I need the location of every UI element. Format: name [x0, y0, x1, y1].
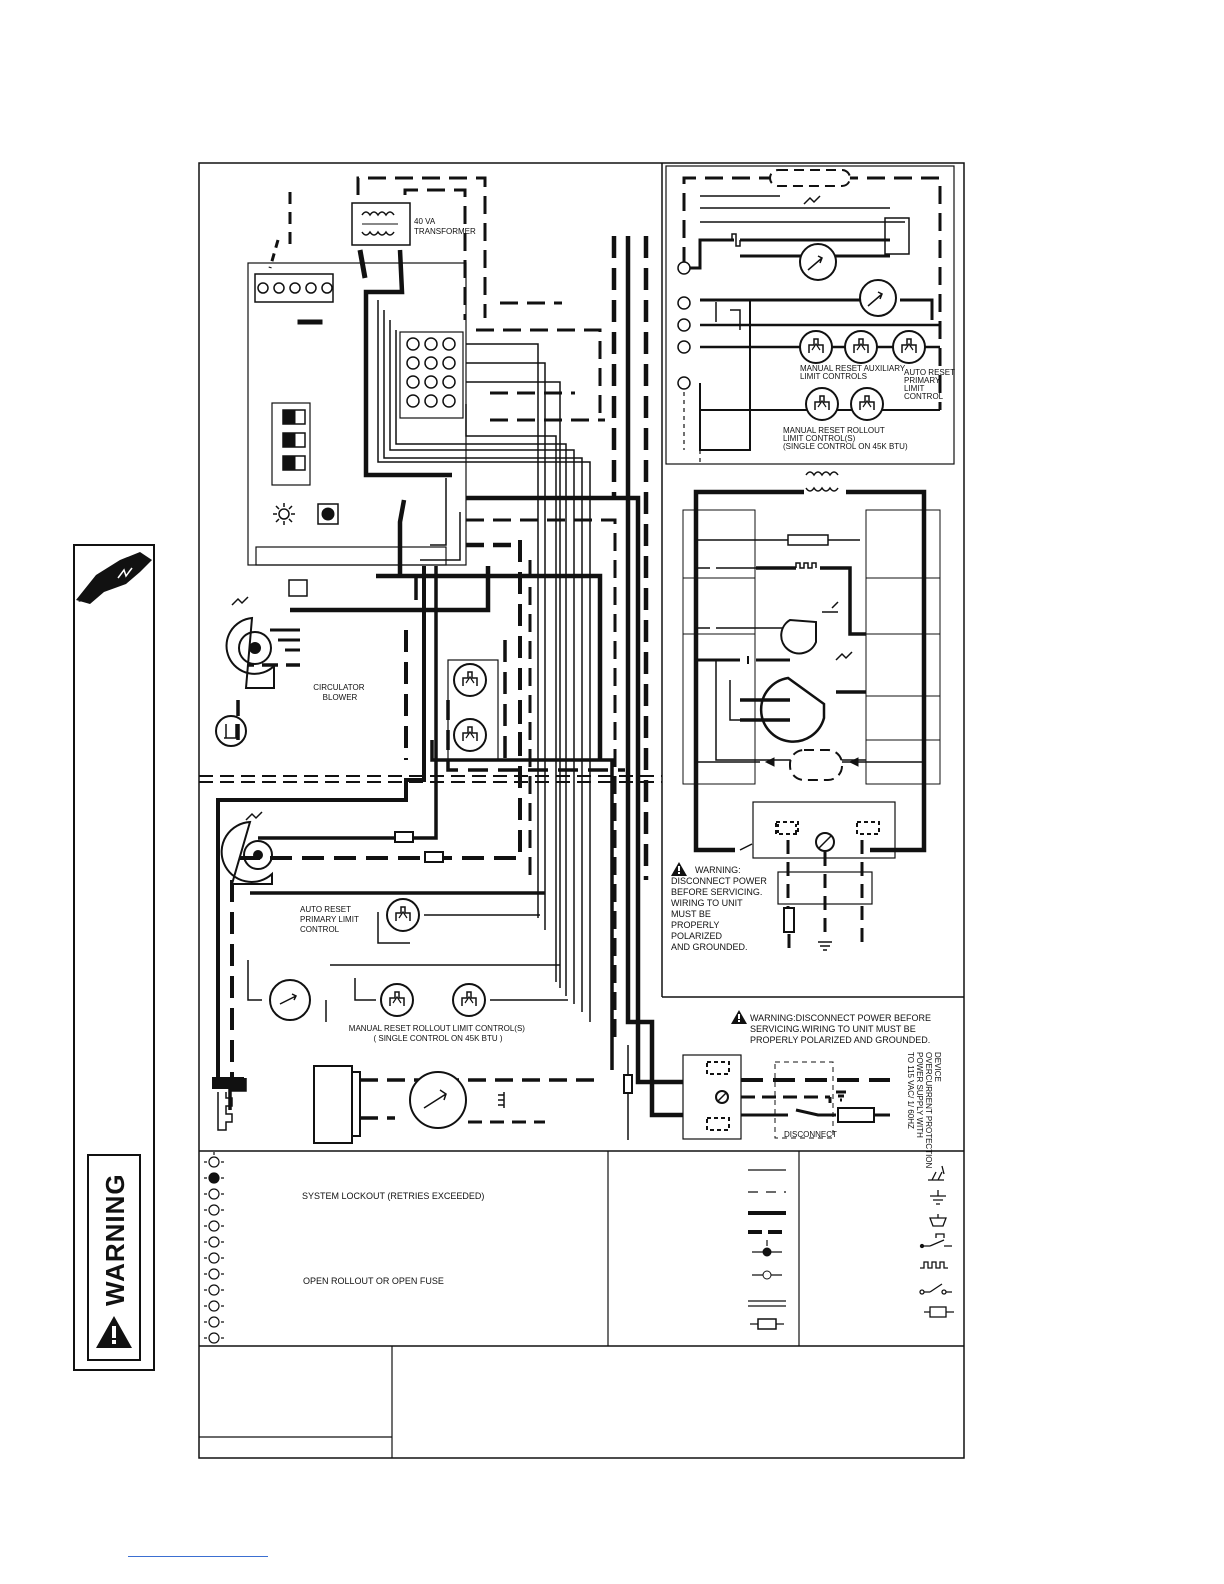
side-warning-text: WARNING	[100, 1173, 130, 1306]
rollout-limits-right	[805, 387, 884, 421]
led-legend	[204, 1152, 224, 1344]
circulator-blower-label: CIRCULATOR BLOWER	[313, 683, 367, 702]
led-lockout-label: SYSTEM LOCKOUT (RETRIES EXCEEDED)	[302, 1191, 484, 1201]
frame	[198, 162, 965, 1459]
power-supply-label: TO 115 VAC/ 1/ 60HZ POWER SUPPLY WITH OV…	[906, 1052, 942, 1171]
wire-legend	[748, 1169, 786, 1330]
footer-link-underline[interactable]	[128, 1556, 268, 1557]
chassis-ground-icon	[928, 1165, 945, 1181]
relay-contact-icon	[922, 1233, 952, 1247]
transformer-label: 40 VA TRANSFORMER	[414, 217, 476, 236]
ladder-diagram	[682, 471, 941, 951]
right-top-wiring	[677, 169, 942, 462]
side-warning: WARNING	[73, 544, 155, 1371]
fuse-icon	[929, 1306, 947, 1318]
plug-icon	[929, 1214, 947, 1227]
limit-switch-upper	[447, 659, 499, 761]
warning-top-label: WARNING:DISCONNECT POWER BEFORE SERVICIN…	[750, 1013, 934, 1045]
gas-valve	[313, 1065, 505, 1144]
warning-icon-top	[731, 1010, 747, 1024]
sun-icon	[273, 503, 295, 525]
aux-limit-controls	[799, 330, 926, 364]
transformer-top	[351, 202, 411, 246]
pressure-switch-left	[269, 979, 311, 1021]
plug-connector	[212, 1077, 244, 1131]
disconnect-label: DISCONNECT	[784, 1130, 837, 1139]
control-board	[247, 262, 467, 597]
disconnect-wiring	[682, 1054, 890, 1140]
symbol-legend	[919, 1165, 954, 1318]
led-rollout-label: OPEN ROLLOUT OR OPEN FUSE	[303, 1276, 444, 1286]
manual-reset-aux-label: MANUAL RESET AUXILIARY LIMIT CONTROLS	[800, 364, 907, 381]
separator-dashed	[199, 775, 662, 783]
auto-reset-limit-left	[386, 898, 420, 932]
earth-ground-icon	[930, 1190, 946, 1205]
manual-reset-rollout-right-label: MANUAL RESET ROLLOUT LIMIT CONTROL(S) (S…	[783, 426, 908, 451]
auto-reset-primary-right-label: AUTO RESET PRIMARY LIMIT CONTROL	[904, 368, 957, 401]
inducer-motor	[220, 811, 444, 885]
switch-icon	[922, 1283, 952, 1293]
warning-ladder-label: WARNING: DISCONNECT POWER BEFORE SERVICI…	[671, 865, 769, 952]
manual-reset-rollout-left-label: MANUAL RESET ROLLOUT LIMIT CONTROL(S) ( …	[349, 1024, 527, 1043]
wires-left	[216, 176, 683, 1124]
rollout-limits-left	[380, 983, 486, 1017]
heater-icon	[920, 1261, 948, 1269]
flame-sensor	[623, 1045, 633, 1140]
electric-shock-hand-icon	[76, 552, 152, 604]
circulator-blower-symbol	[215, 596, 275, 747]
warning-icon-ladder	[671, 862, 687, 876]
auto-reset-primary-left-label: AUTO RESET PRIMARY LIMIT CONTROL	[300, 905, 361, 934]
